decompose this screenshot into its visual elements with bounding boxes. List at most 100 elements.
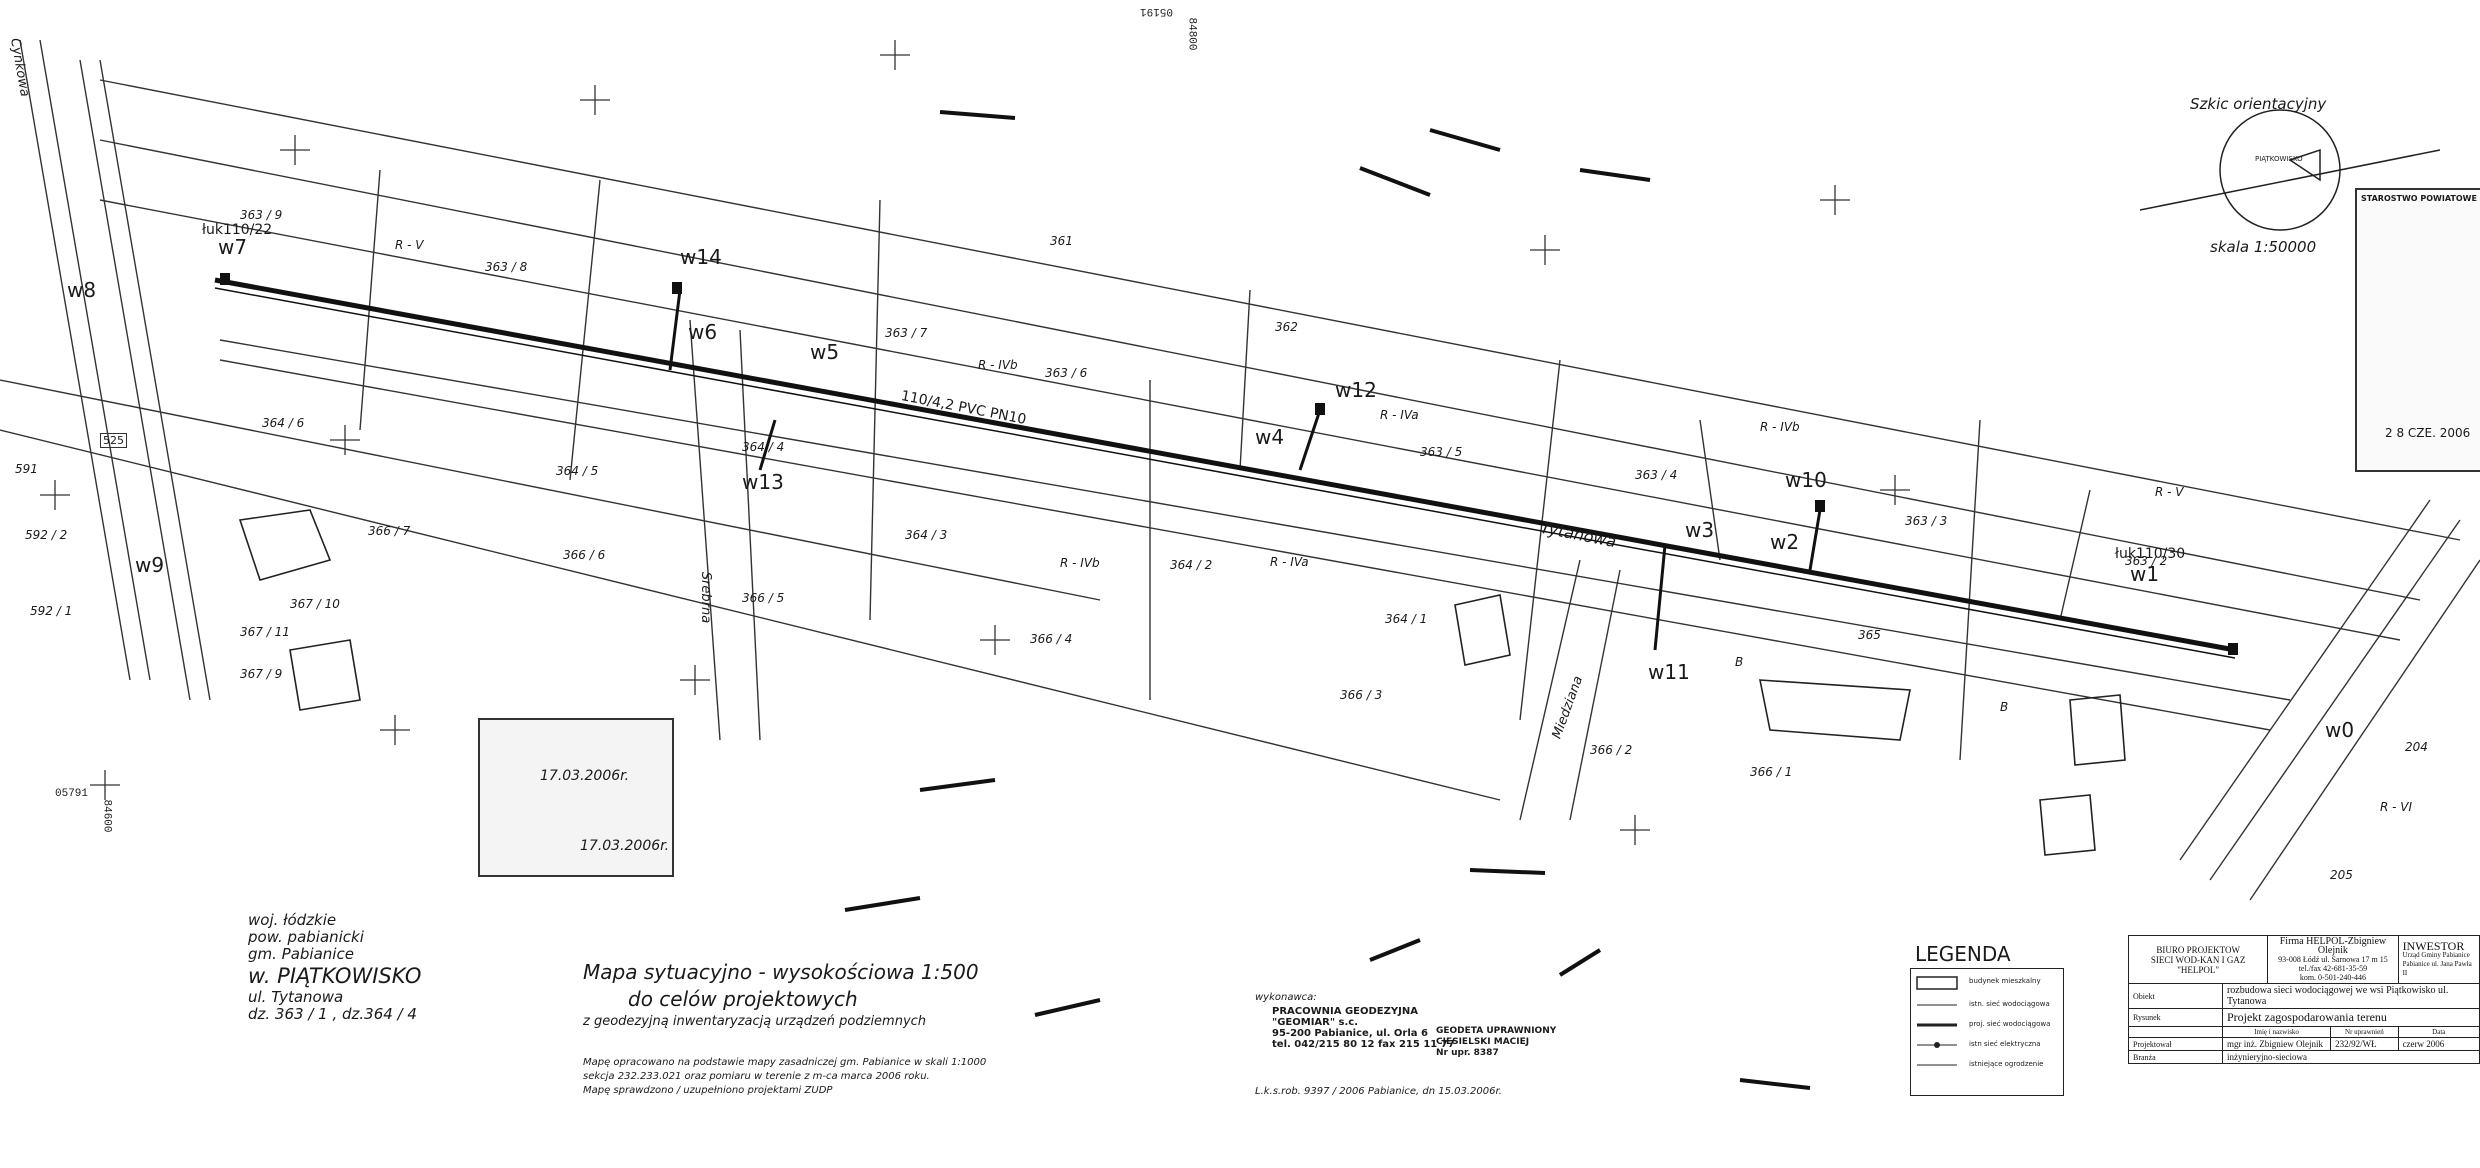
legend-item: istn sieć elektryczna — [1969, 1040, 2041, 1048]
well-label: w7 — [218, 235, 248, 259]
object-value: rozbudowa sieci wodociągowej we wsi Piąt… — [2221, 983, 2480, 1009]
coordinate-label: 05191 — [1140, 5, 1174, 17]
well-label: w12 — [1335, 378, 1377, 402]
coordinate-label: 05791 — [55, 788, 89, 800]
street-edge — [99, 59, 211, 701]
street-edge — [739, 329, 761, 741]
parcel-number: 366 / 7 — [368, 524, 411, 538]
contractor-label: wykonawca: — [1255, 992, 1317, 1003]
well-label: w4 — [1255, 425, 1285, 449]
map-subtitle: z geodezyjną inwentaryzacją urządzeń pod… — [583, 1014, 927, 1029]
well-label: w5 — [810, 340, 840, 364]
land-class: R - IVa — [1380, 408, 1419, 422]
land-class: R - V — [395, 238, 424, 252]
land-class: R - IVb — [1060, 556, 1100, 570]
parcel-number: 366 / 2 — [1590, 743, 1633, 757]
street-edge — [2249, 559, 2480, 901]
parcel-divider — [2059, 489, 2091, 621]
office-line: BIURO PROJEKTOW — [2156, 944, 2240, 955]
contractor-line: "GEOMIAR" s.c. — [1272, 1017, 1359, 1028]
parcel-divider — [1519, 359, 1561, 721]
grid-cross — [90, 770, 120, 800]
note-line: Mapę sprawdzono / uzupełniono projektami… — [583, 1085, 833, 1096]
scan-mark — [1429, 128, 1501, 152]
well-label: w2 — [1770, 530, 1800, 554]
parcel-number: 367 / 10 — [290, 597, 340, 611]
office-cell: BIURO PROJEKTOW SIECI WOD-KAN I GAZ "HEL… — [2127, 935, 2269, 984]
land-class: R - IVa — [1270, 555, 1309, 569]
designer-name: mgr inż. Zbigniew Olejnik — [2221, 1037, 2332, 1051]
investor-line: Pabianice ul. Jana Pawła II — [2402, 959, 2472, 977]
location-line: ul. Tytanowa — [248, 988, 344, 1006]
land-class: B — [2000, 700, 2009, 714]
building — [289, 639, 361, 711]
street-edge — [2209, 519, 2461, 881]
service-connection — [668, 289, 682, 371]
designer-permit: 232/92/WŁ — [2330, 1037, 2399, 1051]
parcel-number: 361 — [1050, 234, 1073, 248]
grid-cross — [380, 715, 410, 745]
street-edge — [689, 319, 721, 741]
investor-cell: INWESTOR Urząd Gminy Pabianice Pabianice… — [2397, 935, 2480, 984]
stamp-date: 2 8 CZE. 2006 — [2385, 426, 2471, 440]
location-line: gm. Pabianice — [248, 945, 354, 963]
grid-cross — [1820, 185, 1850, 215]
contractor-line: PRACOWNIA GEODEZYJNA — [1272, 1006, 1418, 1017]
well-label: w13 — [742, 470, 784, 494]
parcel-number: 592 / 2 — [25, 528, 68, 542]
starostwo-stamp: STAROSTWO POWIATOWE 2 8 CZE. 2006 — [2355, 188, 2480, 472]
parcel-number: 362 — [1275, 320, 1298, 334]
parcel-number: 364 / 6 — [262, 416, 305, 430]
parcel-boundary — [219, 339, 2291, 701]
scan-mark — [1469, 868, 1546, 875]
header-permit: Nr uprawnień — [2330, 1026, 2399, 1038]
parcel-boundary — [99, 199, 2401, 641]
grid-cross — [280, 135, 310, 165]
well-label: w1 — [2130, 562, 2160, 586]
surveyor-line: CIESIELSKI MACIEJ — [1436, 1037, 1530, 1047]
scan-mark — [919, 778, 996, 792]
coordinate-label: 84600 — [100, 799, 113, 833]
branch-value: inżynieryjno-sieciowa — [2221, 1050, 2480, 1064]
scan-mark — [1558, 948, 1602, 977]
building — [238, 509, 332, 581]
water-main-line — [214, 277, 2236, 653]
drawing-label: Rysunek — [2128, 1008, 2223, 1027]
office-line: "HELPOL" — [2177, 964, 2220, 975]
scan-mark — [1579, 168, 1651, 182]
scan-mark — [844, 896, 921, 912]
well-marker — [1315, 403, 1325, 415]
land-class: R - IVb — [978, 358, 1018, 372]
building — [1454, 594, 1511, 666]
parcel-number: 367 / 9 — [240, 667, 283, 681]
service-connection — [758, 419, 777, 471]
designer-date: czerw 2006 — [2397, 1037, 2480, 1051]
legend-box: budynek mieszkalny istn. sieć wodociągow… — [1910, 968, 2064, 1096]
location-line: dz. 363 / 1 , dz.364 / 4 — [248, 1005, 417, 1023]
grid-cross — [1620, 815, 1650, 845]
coordinate-label: 84800 — [1185, 17, 1198, 51]
firm-line: 93-008 Łódź ul. Sarnowa 17 m 15 — [2278, 955, 2388, 964]
grid-cross — [680, 665, 710, 695]
well-label: w11 — [1648, 660, 1690, 684]
stamp-title: STAROSTWO POWIATOWE — [2361, 194, 2477, 203]
well-marker — [672, 282, 682, 294]
land-class: R - V — [2155, 485, 2184, 499]
note-line: sekcja 232.233.021 oraz pomiaru w tereni… — [583, 1071, 930, 1082]
surveyor-stamp: GEODETA UPRAWNIONY CIESIELSKI MACIEJ Nr … — [1436, 1026, 1556, 1059]
parcel-number: 591 — [15, 462, 38, 476]
investor-line: Urząd Gminy Pabianice — [2402, 950, 2470, 959]
parcel-number: 363 / 9 — [240, 208, 283, 222]
building — [2069, 694, 2126, 766]
parcel-number: 364 / 1 — [1385, 612, 1428, 626]
building — [2039, 794, 2096, 856]
parcel-number: 363 / 6 — [1045, 366, 1088, 380]
street-edge — [1569, 569, 1621, 821]
water-main-line — [214, 287, 2236, 659]
parcel-number: 363 / 3 — [1905, 514, 1948, 528]
firm-cell: Firma HELPOL-Zbigniew Olejnik 93-008 Łód… — [2267, 935, 2399, 984]
firm-line: kom. 0-501-240-446 — [2299, 973, 2367, 982]
scan-mark — [1034, 998, 1101, 1017]
parcel-number: 204 — [2405, 740, 2428, 754]
parcel-number: 363 / 5 — [1420, 445, 1463, 459]
